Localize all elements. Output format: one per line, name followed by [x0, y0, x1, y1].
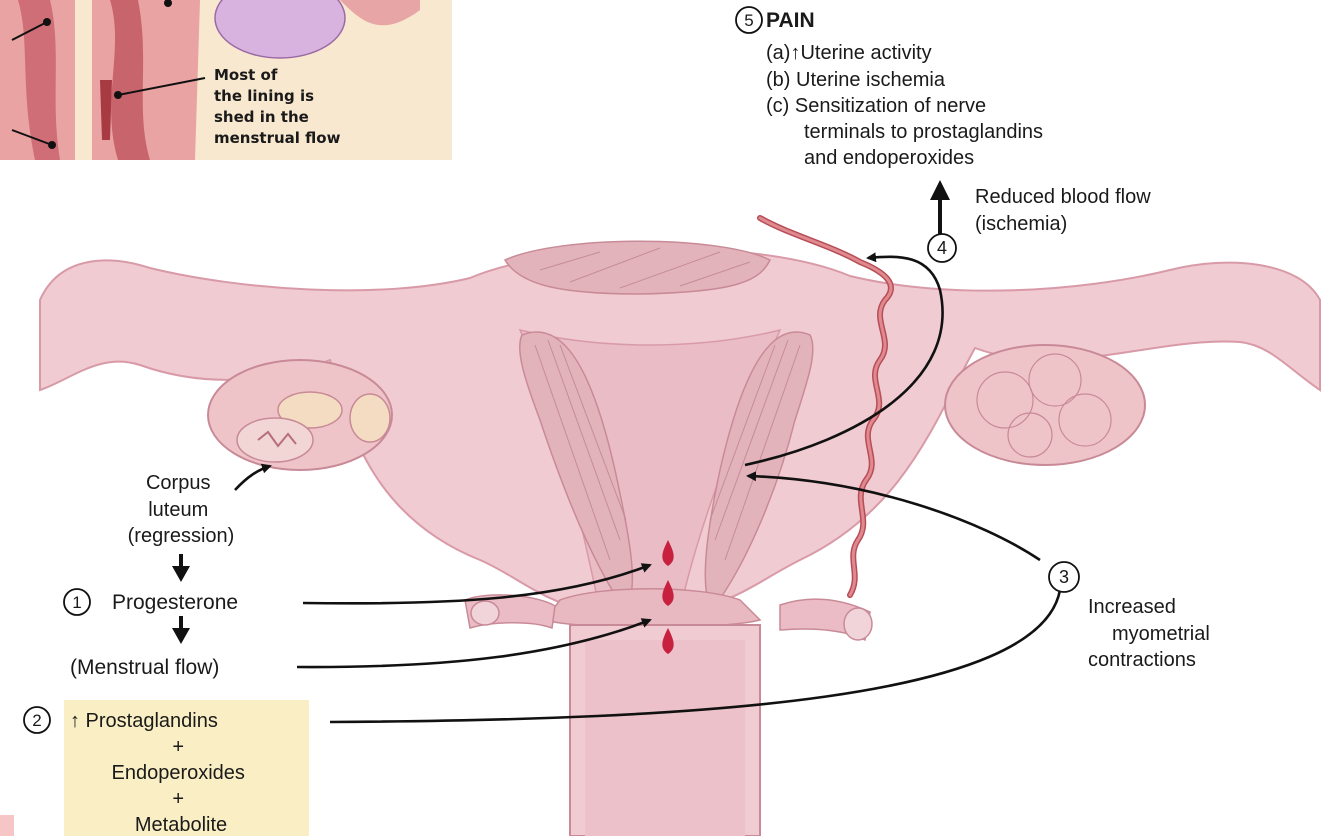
arrow-down-2 — [172, 628, 190, 644]
step-3-group: 3 Increased myometrial contractions — [1049, 562, 1215, 671]
arrow-down-1 — [172, 566, 190, 582]
pain-item: (a)↑Uterine activity — [766, 42, 932, 64]
corpus-luteum-label: Corpus luteum (regression) — [128, 472, 235, 547]
pain-title: PAIN — [766, 9, 815, 32]
corner-mark — [0, 815, 14, 836]
step-3-label: Increased myometrial contractions — [1088, 596, 1215, 671]
step-4-number: 4 — [937, 238, 947, 258]
step-4-label: Reduced blood flow (ischemia) — [975, 186, 1156, 235]
progesterone-label: Progesterone — [112, 591, 238, 614]
pain-items: (a)↑Uterine activity (b) Uterine ischemi… — [766, 42, 1049, 169]
arrow-up-shaft — [938, 196, 942, 236]
pain-item-continuation: and endoperoxides — [804, 147, 974, 169]
inset-caption-line: Most of — [214, 66, 278, 84]
arrow-up-head — [930, 180, 950, 200]
round-ligament-right — [780, 599, 872, 640]
step-1-number: 1 — [72, 593, 81, 612]
step-4-group: 4 Reduced blood flow (ischemia) — [928, 186, 1156, 262]
right-ovary — [945, 345, 1145, 465]
step-2-group: 2 ↑ Prostaglandins + Endoperoxides + Met… — [24, 700, 309, 836]
inset-caption-line: menstrual flow — [214, 129, 341, 147]
pain-label-group: 5 PAIN (a)↑Uterine activity (b) Uterine … — [736, 7, 1049, 169]
inset-caption-line: shed in the — [214, 108, 309, 126]
step-3-number: 3 — [1059, 567, 1069, 587]
inset-illustration: Most of the lining is shed in the menstr… — [0, 0, 452, 160]
step-5-number: 5 — [744, 11, 753, 30]
pain-item: (c) Sensitization of nerve — [766, 95, 986, 117]
pain-item-continuation: terminals to prostaglandins — [804, 121, 1043, 143]
corpus-luteum-structure — [237, 418, 313, 462]
menstrual-flow-label: (Menstrual flow) — [70, 656, 219, 679]
pain-item: (b) Uterine ischemia — [766, 69, 946, 91]
arrow-to-corpus-luteum — [235, 466, 270, 490]
fundus-muscle — [505, 241, 770, 294]
step-2-number: 2 — [32, 711, 41, 730]
inset-caption-line: the lining is — [214, 87, 314, 105]
